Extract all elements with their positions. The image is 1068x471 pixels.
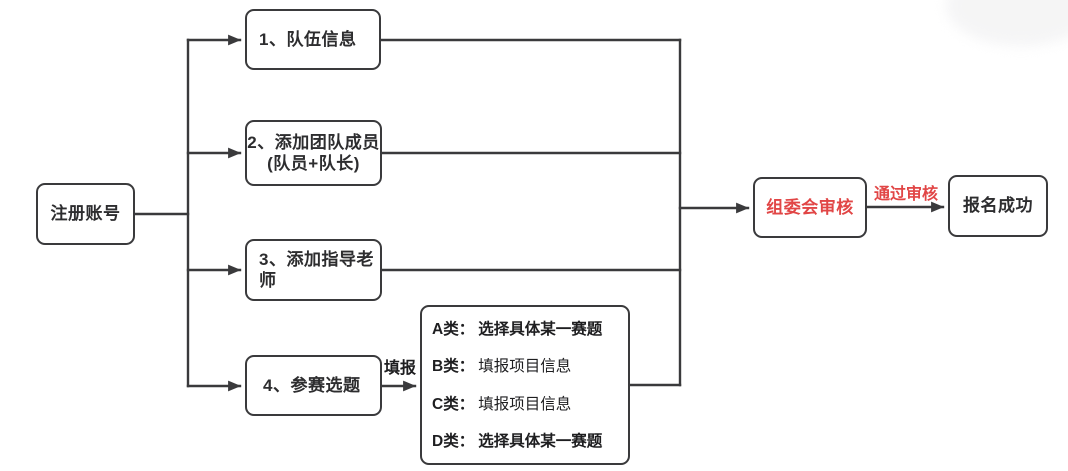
edge-label-fill-in: 填报 [384, 360, 417, 377]
category-d-prefix: D类： [432, 432, 475, 450]
category-d-text: 选择具体某一赛题 [478, 432, 603, 450]
node-step3-label: 3、添加指导老师 [259, 249, 374, 290]
category-a-prefix: A类： [432, 321, 475, 338]
category-row-d: D类： 选择具体某一赛题 [432, 429, 618, 451]
category-b-text: 填报项目信息 [478, 358, 572, 376]
node-registration-success-label: 报名成功 [963, 196, 1033, 216]
edge-label-pass-review: 通过审核 [874, 186, 939, 203]
node-step2-label-line2: (队员+队长) [267, 154, 360, 173]
node-step2-add-members: 2、添加团队成员 (队员+队长) [245, 120, 382, 186]
category-c-prefix: C类： [432, 395, 475, 413]
node-register-account: 注册账号 [36, 183, 135, 245]
node-step4-label: 4、参赛选题 [263, 375, 361, 395]
node-registration-success: 报名成功 [948, 175, 1048, 237]
category-a-text: 选择具体某一赛题 [478, 321, 603, 338]
node-step4-topic-selection: 4、参赛选题 [245, 355, 382, 416]
category-row-b: B类： 填报项目信息 [432, 354, 618, 376]
node-committee-review: 组委会审核 [753, 177, 867, 238]
node-step1-label: 1、队伍信息 [259, 29, 357, 49]
node-committee-review-label: 组委会审核 [766, 197, 854, 217]
node-step2-label-line1: 2、添加团队成员 [247, 132, 380, 152]
node-step3-add-advisor: 3、添加指导老师 [245, 239, 382, 301]
node-register-account-label: 注册账号 [50, 204, 121, 224]
node-category-options: A类： 选择具体某一赛题 B类： 填报项目信息 C类： 填报项目信息 D类： 选… [420, 305, 630, 465]
category-row-a: A类： 选择具体某一赛题 [432, 317, 618, 339]
node-step1-team-info: 1、队伍信息 [245, 9, 381, 70]
category-row-c: C类： 填报项目信息 [432, 392, 618, 414]
category-c-text: 填报项目信息 [478, 395, 572, 413]
category-b-prefix: B类： [432, 358, 475, 376]
